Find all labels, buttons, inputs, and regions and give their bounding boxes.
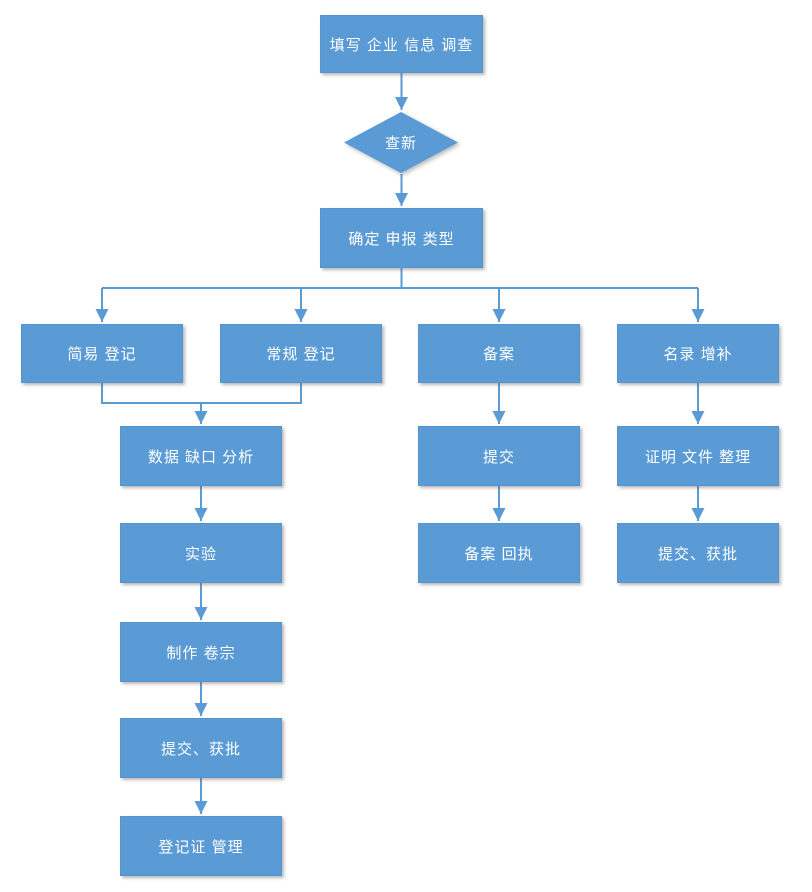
node-novelty-check-label: 查新 xyxy=(384,135,417,152)
node-proof-document-sorting: 证明 文件 整理 xyxy=(617,426,779,486)
edge-merge-registrations xyxy=(101,383,302,404)
node-regular-registration: 常规 登记 xyxy=(220,324,382,383)
node-submit-filing: 提交 xyxy=(418,426,580,486)
node-determine-type: 确定 申报 类型 xyxy=(320,208,483,268)
node-novelty-check: 查新 xyxy=(344,112,458,173)
node-filing-receipt: 备案 回执 xyxy=(418,523,580,583)
node-inventory-supplement: 名录 增补 xyxy=(617,324,779,383)
node-experiment: 实验 xyxy=(120,523,282,583)
node-record-filing: 备案 xyxy=(418,324,580,383)
node-submit-approval-supplement: 提交、获批 xyxy=(617,523,779,583)
node-simple-registration: 简易 登记 xyxy=(21,324,183,383)
node-submit-approval-registration: 提交、获批 xyxy=(120,718,282,778)
node-dossier-preparation: 制作 卷宗 xyxy=(120,622,282,682)
diamond-shape xyxy=(344,112,458,173)
node-start: 填写 企业 信息 调查 xyxy=(320,15,483,73)
node-data-gap-analysis: 数据 缺口 分析 xyxy=(120,426,282,486)
node-certificate-management: 登记证 管理 xyxy=(120,816,282,876)
